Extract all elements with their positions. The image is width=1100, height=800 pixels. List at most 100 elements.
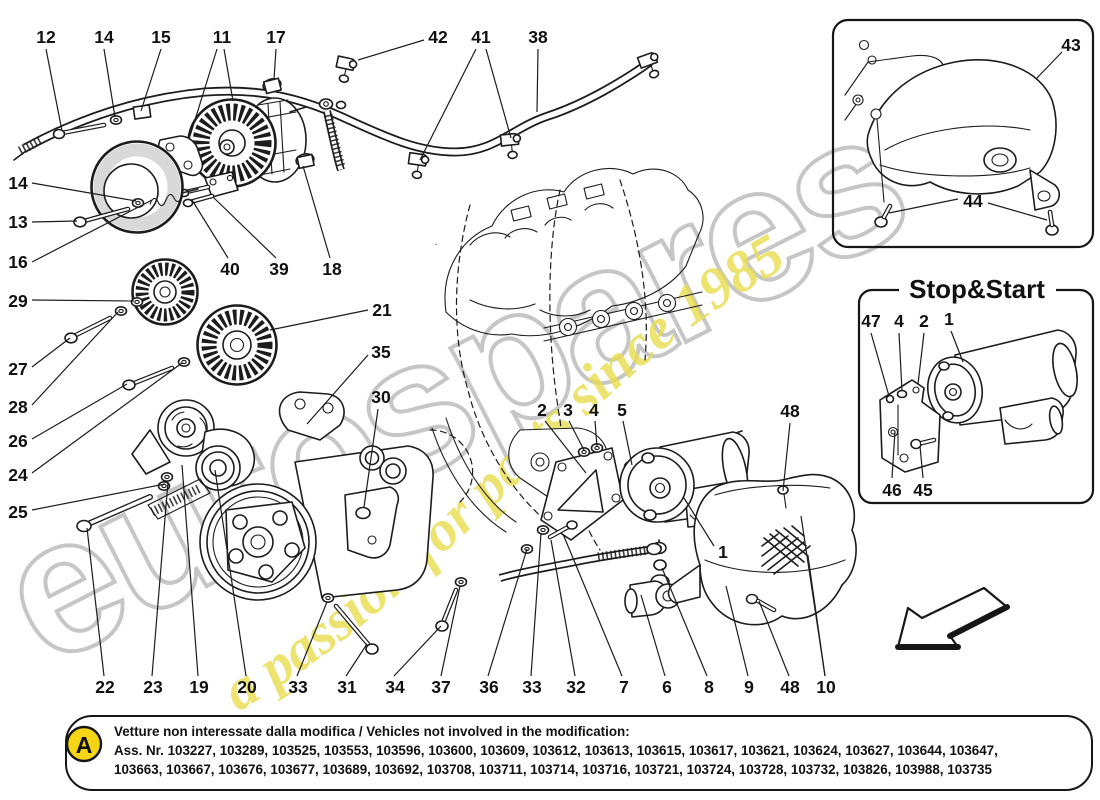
direction-arrow [895,586,1010,650]
leader-line-27 [31,337,71,368]
callout-28: 28 [8,397,28,417]
note-line2: Ass. Nr. 103227, 103289, 103525, 103553,… [114,743,998,758]
leader-line-28 [31,311,119,406]
leader-line-39 [212,196,277,259]
leader-line-31 [345,643,368,677]
inset-heatshield [831,18,1095,249]
leader-line-41 [485,48,512,139]
callout-1: 1 [944,309,954,329]
callout-13: 13 [8,212,28,232]
leader-line-19 [181,464,199,677]
note-marker-badge [65,725,103,763]
callout-36: 36 [479,677,499,697]
callout-4: 4 [894,311,904,331]
callout-18: 18 [322,259,342,279]
cover-pulley [90,140,184,234]
leader-line-46 [891,430,896,479]
callout-35: 35 [371,342,391,362]
callout-34: 34 [385,677,405,697]
callout-9: 9 [744,677,754,697]
leader-line-36 [487,548,528,677]
leader-line-11 [189,48,218,137]
callout-15: 15 [151,27,171,47]
callout-24: 24 [8,465,28,485]
leader-line-35 [306,354,369,425]
leader-line-48 [758,600,790,677]
leader-line-16 [31,199,153,263]
leader-line-23 [151,481,169,677]
note-line1: Vetture non interessate dalla modifica /… [114,724,630,739]
leader-line-13 [31,220,78,223]
heat-shield [667,473,857,626]
callout-25: 25 [8,502,28,522]
leader-line-6 [640,594,666,677]
callout-32: 32 [566,677,586,697]
leader-line-45 [919,445,924,479]
note-marker-letter: A [76,732,93,758]
fasteners-upper-left [52,104,199,228]
callout-21: 21 [372,300,392,320]
shield-hatch-pattern [761,525,811,575]
callout-38: 38 [528,27,548,47]
callout-41: 41 [471,27,491,47]
leader-line-8 [661,567,708,677]
callout-20: 20 [237,677,257,697]
callout-22: 22 [95,677,115,697]
leader-line-33 [296,601,328,677]
leader-line-48 [782,422,791,492]
callout-48: 48 [780,401,800,421]
leader-line-32 [550,539,576,677]
leader-line-34 [393,625,442,677]
leader-line-5 [622,420,633,466]
leader-line-14 [103,48,116,118]
callout-7: 7 [619,677,629,697]
leader-line-47 [870,332,890,397]
callout-1: 1 [718,542,728,562]
callout-30: 30 [371,387,391,407]
hose-assembly [13,50,666,181]
leader-line-15 [140,48,162,112]
leader-line-20 [214,469,247,677]
leader-line-24 [31,362,183,474]
leader-line-14 [31,182,137,202]
leader-line-44 [888,198,959,214]
leader-line-3 [568,420,585,451]
callout-5: 5 [617,400,627,420]
leader-line-37 [440,585,461,677]
callout-12: 12 [36,27,56,47]
note-box: A Vetture non interessate dalla modifica… [65,715,1093,791]
leader-line-33 [530,532,542,677]
battery-cable [318,98,438,245]
leader-line-25 [31,483,166,511]
leader-line-4 [898,332,903,392]
callout-40: 40 [220,259,240,279]
leader-line-1 [683,497,715,547]
callout-16: 16 [8,252,28,272]
leader-line-9 [725,585,749,677]
callout-44: 44 [963,191,983,211]
leader-line-17 [273,48,277,80]
callout-11: 11 [213,27,232,47]
stopstart-art [879,329,1078,473]
callout-14: 14 [8,173,28,193]
callout-10: 10 [816,677,836,697]
callout-47: 47 [861,311,880,331]
leader-line-2 [544,420,587,474]
leader-line-30 [363,408,379,508]
inset-heatshield-art [844,39,1061,236]
callout-23: 23 [143,677,163,697]
leader-line-26 [31,383,128,440]
callout-48: 48 [780,677,800,697]
callout-31: 31 [337,677,357,697]
leader-line-4 [594,420,598,448]
leader-line-38 [536,48,539,113]
leader-line-11 [223,48,234,102]
callout-2: 2 [919,311,929,331]
callout-45: 45 [913,480,933,500]
callout-33: 33 [522,677,542,697]
callout-43: 43 [1061,35,1081,55]
idler-pulleys [64,258,278,391]
callout-17: 17 [266,27,285,47]
